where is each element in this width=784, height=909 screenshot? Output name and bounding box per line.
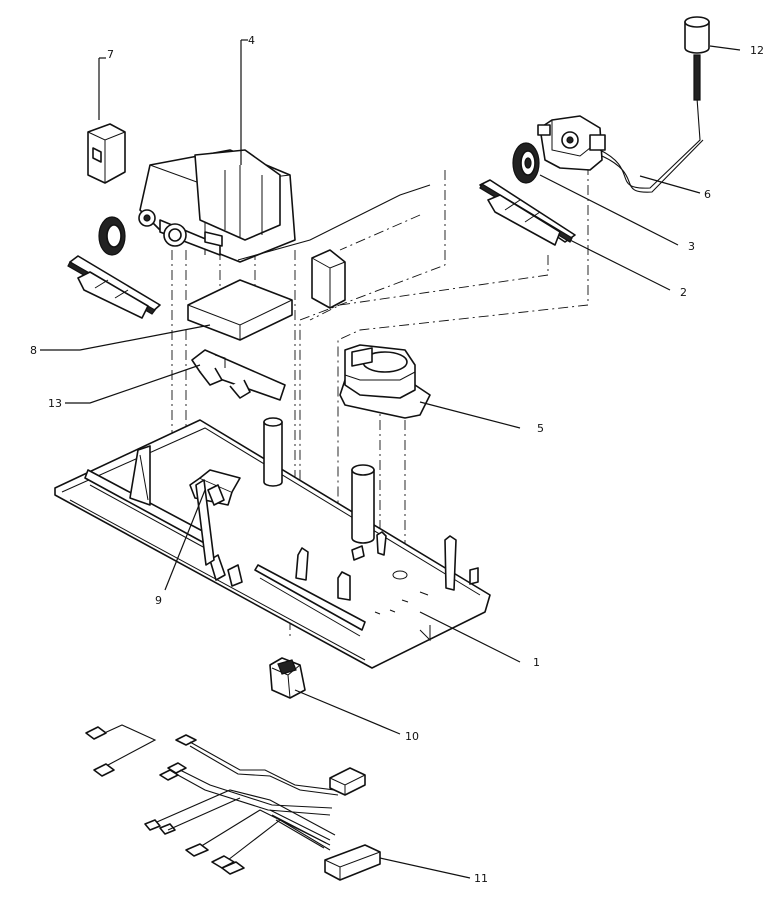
part-switch-10 xyxy=(269,657,306,699)
callout-5: 5 xyxy=(537,422,544,435)
part-wiring-harness xyxy=(85,724,381,881)
part-block-7 xyxy=(87,123,126,184)
callout-2: 2 xyxy=(680,286,687,299)
callout-7: 7 xyxy=(107,48,114,61)
part-bracket-13 xyxy=(191,349,286,401)
callout-4: 4 xyxy=(248,34,255,47)
leader-lines xyxy=(40,39,741,879)
part-gear-left xyxy=(98,216,126,256)
part-gear-rack-left xyxy=(67,255,161,319)
callout-12: 12 xyxy=(750,44,764,57)
callout-labels: 1 2 3 4 5 6 7 8 9 10 11 12 13 xyxy=(30,34,764,885)
part-thermostat xyxy=(537,69,704,193)
part-sensor-bulb xyxy=(684,16,710,101)
callout-3: 3 xyxy=(688,240,695,253)
part-gear-rack-right xyxy=(479,179,576,246)
callout-13: 13 xyxy=(48,397,62,410)
callout-10: 10 xyxy=(405,730,419,743)
part-motor-housing xyxy=(138,149,431,263)
part-base-plate xyxy=(54,417,491,669)
part-block-small xyxy=(311,249,346,309)
callout-9: 9 xyxy=(155,594,162,607)
callout-1: 1 xyxy=(533,656,540,669)
callout-8: 8 xyxy=(30,344,37,357)
callout-11: 11 xyxy=(474,872,488,885)
part-plate-8 xyxy=(187,279,293,341)
part-damper-motor xyxy=(339,344,431,419)
part-gear-right xyxy=(512,142,540,184)
callout-6: 6 xyxy=(704,188,711,201)
